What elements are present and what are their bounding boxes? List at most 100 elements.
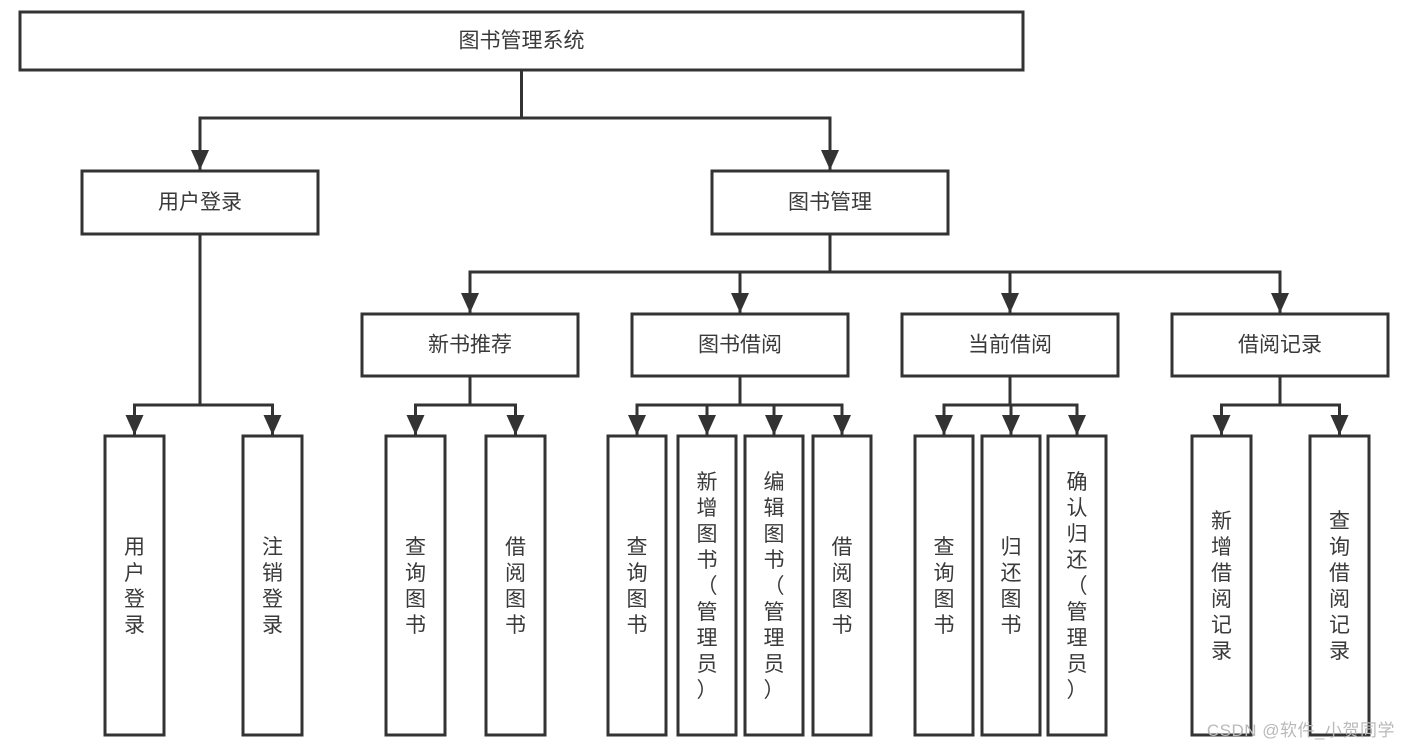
node-leaf-user-login[interactable]: 用户登录: [103, 434, 166, 737]
node-label-char: 图: [1001, 588, 1022, 611]
arrowhead-icon: [833, 415, 851, 435]
node-label-book-manage: 图书管理: [788, 191, 872, 214]
node-box-root: [18, 10, 1025, 72]
node-label-char: 理: [764, 627, 785, 650]
node-box-borrow-record: [1170, 312, 1390, 378]
node-label-root: 图书管理系统: [459, 30, 585, 53]
node-box-leaf-query-book-rec: [384, 434, 447, 737]
edges-layer: [125, 68, 1349, 436]
node-label-char: ）: [764, 679, 785, 702]
node-box-new-book-rec: [360, 312, 580, 378]
node-label-char: 图: [697, 523, 718, 546]
node-current-borrow[interactable]: 当前借阅: [900, 312, 1120, 378]
node-label-char: 记: [1329, 614, 1350, 637]
node-label-user-login: 用户登录: [158, 191, 242, 214]
node-box-leaf-edit-book: [743, 434, 805, 737]
arrowhead-icon: [1002, 415, 1020, 435]
node-new-book-rec[interactable]: 新书推荐: [360, 312, 580, 378]
node-label-char: 归: [1067, 523, 1088, 546]
node-label-char: 图: [832, 588, 853, 611]
node-box-leaf-borrow-book-rec: [484, 434, 547, 737]
node-label-char: 书: [697, 549, 718, 572]
arrowhead-icon: [765, 415, 783, 435]
node-label-char: 图: [405, 588, 426, 611]
node-box-leaf-return-book: [980, 434, 1042, 737]
arrowhead-icon: [506, 415, 525, 435]
node-label-char: 记: [1211, 614, 1232, 637]
node-label-char: 阅: [1329, 588, 1350, 611]
node-label-char: 借: [1211, 562, 1232, 585]
node-label-char: 管: [764, 601, 785, 624]
node-label-char: 认: [1067, 497, 1088, 520]
node-label-char: 录: [1211, 640, 1232, 663]
node-label-char: 阅: [505, 562, 526, 585]
node-label-new-book-rec: 新书推荐: [428, 334, 512, 357]
node-label-char: 还: [1001, 562, 1022, 585]
node-label-char: 借: [1329, 562, 1350, 585]
node-box-current-borrow: [900, 312, 1120, 378]
node-label-char: 归: [1001, 536, 1022, 559]
node-borrow-record[interactable]: 借阅记录: [1170, 312, 1390, 378]
arrowhead-icon: [263, 415, 282, 435]
node-label-char: 录: [124, 614, 145, 637]
node-label-char: 查: [1329, 510, 1350, 533]
node-label-char: 管: [1067, 601, 1088, 624]
node-box-leaf-confirm-return: [1046, 434, 1108, 737]
node-label-char: 理: [697, 627, 718, 650]
node-label-char: 还: [1067, 549, 1088, 572]
arrowhead-icon: [628, 415, 646, 435]
node-label-char: 销: [262, 562, 283, 585]
arrowhead-icon: [125, 415, 144, 435]
node-box-leaf-query-record: [1308, 434, 1371, 737]
node-label-char: 书: [764, 549, 785, 572]
node-label-char: 询: [405, 562, 426, 585]
node-label-char: 阅: [832, 562, 853, 585]
node-label-char: 书: [505, 614, 526, 637]
node-label-char: 录: [1329, 640, 1350, 663]
node-box-book-borrow: [630, 312, 850, 378]
node-label-borrow-record: 借阅记录: [1238, 334, 1322, 357]
node-box-leaf-borrow-book: [811, 434, 873, 737]
node-box-book-manage: [710, 169, 950, 236]
node-label-char: 书: [832, 614, 853, 637]
arrowhead-icon: [821, 150, 839, 170]
node-root[interactable]: 图书管理系统: [18, 10, 1025, 72]
node-label-char: 书: [627, 614, 648, 637]
node-box-leaf-logout: [241, 434, 304, 737]
node-label-char: 辑: [764, 497, 785, 520]
node-label-char: 注: [262, 536, 283, 559]
node-label-char: 询: [934, 562, 955, 585]
node-label-char: 书: [934, 614, 955, 637]
node-label-char: 员: [1067, 653, 1088, 676]
node-label-char: 图: [505, 588, 526, 611]
node-label-char: 员: [697, 653, 718, 676]
node-label-char: 编: [764, 471, 785, 494]
node-label-char: 确: [1067, 471, 1088, 494]
arrowhead-icon: [406, 415, 425, 435]
node-label-current-borrow: 当前借阅: [968, 334, 1052, 357]
node-label-char: 图: [627, 588, 648, 611]
node-book-borrow[interactable]: 图书借阅: [630, 312, 850, 378]
node-user-login[interactable]: 用户登录: [80, 169, 320, 236]
node-box-leaf-add-record: [1190, 434, 1253, 737]
node-label-char: 借: [505, 536, 526, 559]
node-book-manage[interactable]: 图书管理: [710, 169, 950, 236]
arrowhead-icon: [1271, 293, 1289, 313]
node-label-char: 登: [124, 588, 145, 611]
node-box-leaf-query-book-borrow: [606, 434, 668, 737]
node-label-char: （: [1067, 575, 1088, 598]
